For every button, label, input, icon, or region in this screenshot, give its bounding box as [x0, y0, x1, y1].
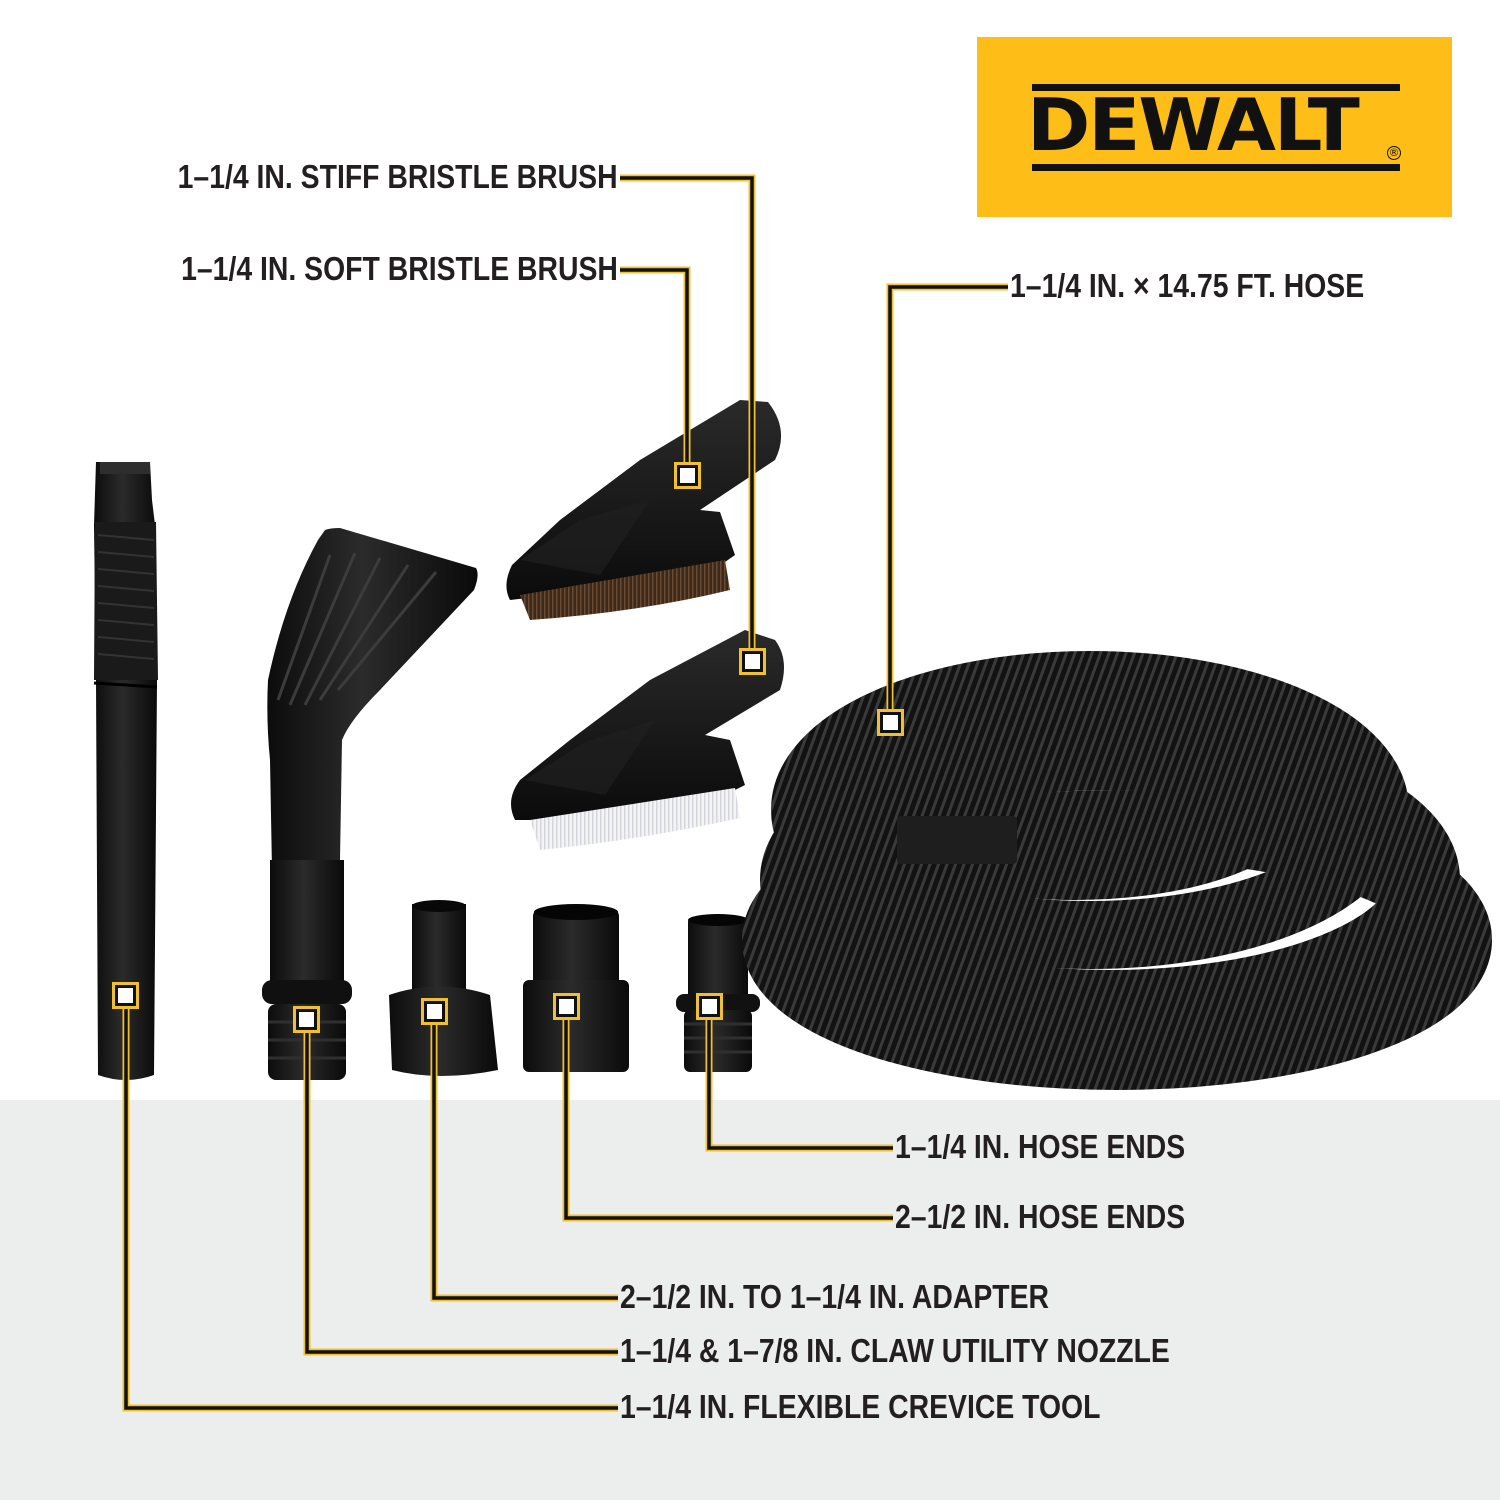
- lower-background-band: [0, 1100, 1500, 1500]
- label-stiff-brush: 1–1/4 IN. STIFF BRISTLE BRUSH: [178, 158, 618, 195]
- label-hose-ends-large: 2–1/2 IN. HOSE ENDS: [895, 1198, 1186, 1235]
- soft-brush-icon: [506, 400, 782, 620]
- marker-hose-end-small: [696, 993, 723, 1020]
- marker-adapter: [421, 998, 448, 1025]
- claw-nozzle-icon: [262, 528, 478, 1080]
- stiff-brush-icon: [511, 630, 784, 850]
- callout-lines: [122, 174, 1008, 1412]
- label-crevice-tool: 1–1/4 IN. FLEXIBLE CREVICE TOOL: [620, 1388, 1101, 1425]
- marker-claw: [293, 1006, 320, 1033]
- coiled-hose-icon: [742, 651, 1492, 1090]
- marker-hose: [877, 709, 904, 736]
- label-hose-ends-small: 1–1/4 IN. HOSE ENDS: [895, 1128, 1186, 1165]
- label-claw-nozzle: 1–1/4 & 1–7/8 IN. CLAW UTILITY NOZZLE: [620, 1332, 1170, 1369]
- registered-mark: ®: [1387, 146, 1401, 160]
- logo-bottom-bar: [1032, 164, 1400, 171]
- marker-crevice: [112, 982, 139, 1009]
- hose-end-large-icon: [523, 904, 629, 1072]
- marker-hose-end-large: [553, 993, 580, 1020]
- logo-top-bar: [1032, 84, 1400, 91]
- callout-markers: [112, 462, 904, 1033]
- label-soft-brush: 1–1/4 IN. SOFT BRISTLE BRUSH: [181, 250, 618, 287]
- label-adapter: 2–1/2 IN. TO 1–1/4 IN. ADAPTER: [620, 1278, 1050, 1315]
- dewalt-logo: DEWALT ®: [977, 37, 1452, 217]
- adapter-icon: [389, 900, 498, 1076]
- crevice-tool-icon: [93, 462, 158, 1080]
- logo-wordmark: DEWALT: [1027, 83, 1360, 167]
- marker-stiff-brush: [739, 648, 766, 675]
- label-hose: 1–1/4 IN. × 14.75 FT. HOSE: [1010, 267, 1365, 304]
- marker-soft-brush: [674, 462, 701, 489]
